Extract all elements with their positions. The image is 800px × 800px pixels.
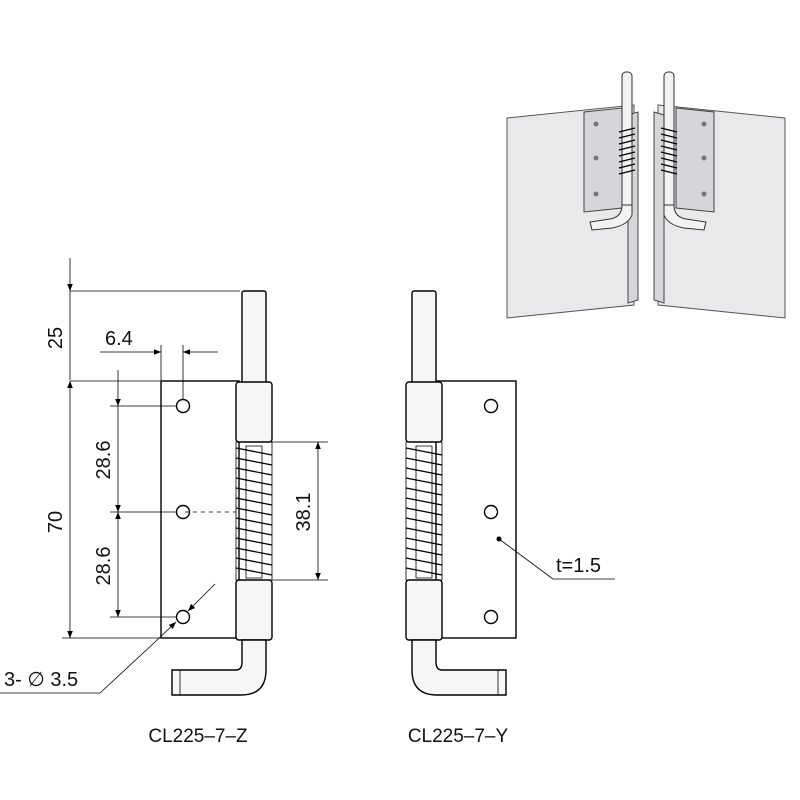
- left-hole-middle: [175, 504, 191, 520]
- left-hinge-view: 25 6.4 70 28.6 28.6 38.1 3- ∅ 3.5 C: [0, 258, 328, 747]
- dim-leaf-height: 70: [45, 511, 67, 533]
- dim-hole-callout: 3- ∅ 3.5: [4, 669, 78, 691]
- right-model-caption: CL225–7–Y: [408, 726, 509, 747]
- left-pin-top: [241, 290, 267, 385]
- left-model-caption: CL225–7–Z: [148, 726, 248, 747]
- right-hole-middle: [483, 504, 499, 520]
- left-l-pin: [171, 639, 267, 696]
- right-hole-bottom: [483, 609, 499, 625]
- right-hole-top: [483, 398, 499, 414]
- dim-hole-pitch-upper: 28.6: [93, 441, 115, 480]
- left-spring-coil: [235, 445, 273, 579]
- iso-right-leaf: [675, 107, 715, 213]
- left-lower-barrel: [235, 579, 273, 641]
- right-hinge-view: t=1.5 CL225–7–Y: [405, 290, 615, 747]
- dim-spring-length: 38.1: [293, 493, 315, 532]
- left-hole-top: [175, 398, 191, 414]
- isometric-illustration: [506, 71, 786, 319]
- iso-left-leaf: [583, 107, 623, 213]
- right-pin-top: [411, 290, 437, 385]
- right-hinge-leaf: [435, 380, 517, 639]
- right-lower-barrel: [405, 579, 443, 641]
- dim-hole-pitch-lower: 28.6: [93, 547, 115, 586]
- right-l-pin: [411, 639, 507, 696]
- right-spring-coil: [405, 445, 443, 579]
- dim-thickness: t=1.5: [556, 555, 601, 577]
- left-upper-barrel: [235, 381, 273, 443]
- left-hole-bottom: [175, 609, 191, 625]
- dim-hole-offset: 6.4: [105, 328, 133, 350]
- left-hinge-leaf: [160, 380, 240, 639]
- dim-top-extension: 25: [45, 327, 67, 349]
- right-upper-barrel: [405, 381, 443, 443]
